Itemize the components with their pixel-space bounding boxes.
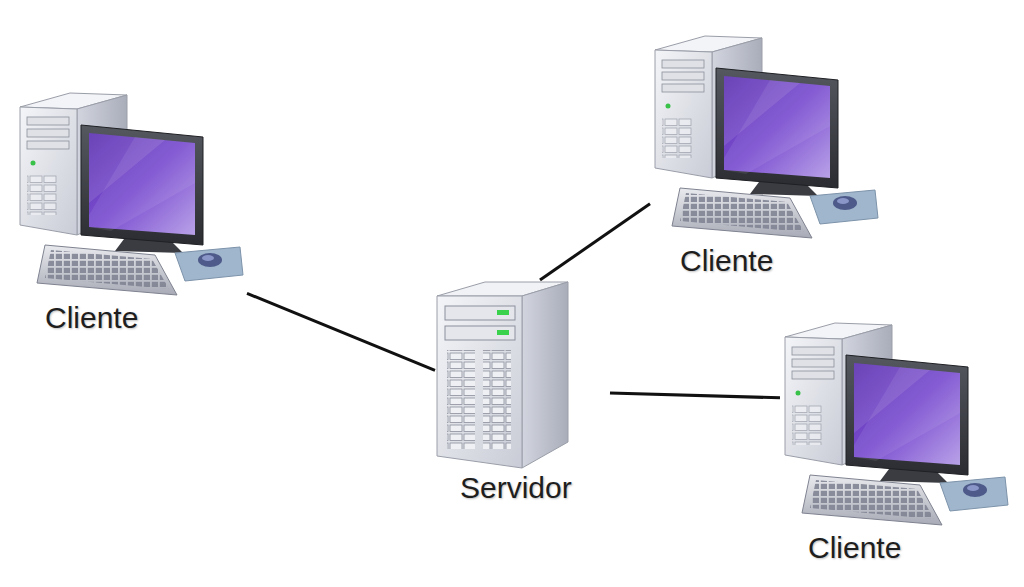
client-computer: Cliente [650, 28, 882, 279]
computer-icon [780, 315, 1010, 530]
node-label: Servidor [435, 470, 610, 506]
network-link [540, 204, 650, 280]
node-label: Cliente [780, 530, 1012, 566]
client-computer: Cliente [15, 85, 247, 336]
network-link [247, 293, 435, 370]
node-label: Cliente [650, 243, 882, 279]
server-tower: Servidor [435, 280, 610, 506]
client-computer: Cliente [780, 315, 1012, 566]
computer-icon [650, 28, 880, 243]
network-link [610, 393, 780, 398]
node-label: Cliente [15, 300, 247, 336]
server-icon [435, 280, 570, 470]
computer-icon [15, 85, 245, 300]
